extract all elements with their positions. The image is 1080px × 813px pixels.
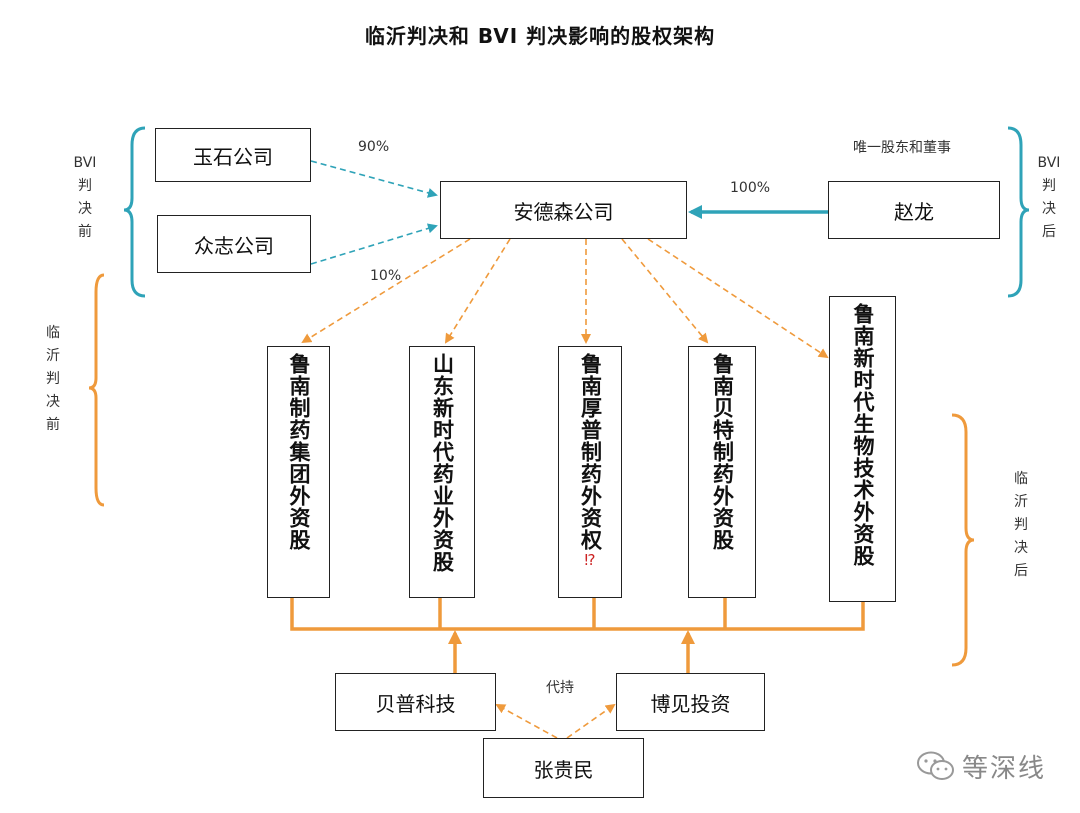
wechat-icon	[917, 751, 954, 780]
entity-zhangguimin: 张贵民	[483, 738, 644, 798]
subsidiary-box-4: 鲁南贝特制药外资股	[688, 346, 756, 598]
bracket-linyi-after	[951, 413, 975, 667]
entity-beipu: 贝普科技	[335, 673, 496, 731]
edge-andesen-sub-1	[301, 238, 471, 344]
entity-zhaolong: 赵龙	[828, 181, 1000, 239]
side-label-bvi-before: BVI 判 决 前	[73, 155, 97, 240]
watermark-text: 等深线	[962, 753, 1047, 784]
bracket-linyi-before	[88, 273, 105, 507]
edge-zhang-beipu	[495, 704, 558, 739]
bracket-bvi-before	[123, 126, 146, 298]
subsidiary-label: 鲁南制药集团外资股	[287, 353, 311, 551]
edge-andesen-sub-2	[444, 238, 511, 344]
subsidiary-box-2: 山东新时代药业外资股	[409, 346, 475, 598]
subsidiary-box-5: 鲁南新时代生物技术外资股	[829, 296, 896, 602]
side-label-linyi-after: 临 沂 判 决 后	[1014, 471, 1028, 579]
edge-yushi-andesen	[310, 160, 438, 198]
subsidiary-label: 鲁南贝特制药外资股	[710, 353, 735, 551]
side-label-linyi-before: 临 沂 判 决 前	[46, 325, 60, 433]
entity-zhongzhi: 众志公司	[157, 215, 311, 273]
label-pct-zhongzhi: 10%	[370, 268, 402, 284]
ownership-bus	[290, 598, 865, 631]
subsidiary-label: 山东新时代药业外资股	[430, 353, 455, 573]
label-pct-yushi: 90%	[358, 139, 390, 155]
subsidiary-box-3: 鲁南厚普制药外资权 ⁉	[558, 346, 622, 598]
subsidiary-box-1: 鲁南制药集团外资股	[267, 346, 330, 598]
edge-zhongzhi-andesen	[310, 223, 438, 265]
page-title: 临沂判决和 BVI 判决影响的股权架构	[364, 24, 716, 48]
subsidiary-label: 鲁南厚普制药外资权	[578, 353, 603, 551]
edge-zhang-bojian	[566, 703, 616, 739]
label-pct-zhaolong: 100%	[730, 180, 771, 196]
entity-bojian: 博见投资	[616, 673, 765, 731]
watermark: 等深线	[916, 746, 1046, 786]
subsidiary-label: 鲁南新时代生物技术外资股	[851, 303, 875, 567]
edge-andesen-sub-4	[621, 238, 709, 344]
edge-andesen-sub-5	[647, 238, 829, 359]
label-nominee: 代持	[546, 680, 574, 696]
entity-andesen: 安德森公司	[440, 181, 687, 239]
label-sole-shareholder: 唯一股东和董事	[853, 140, 951, 156]
side-label-bvi-after: BVI 判 决 后	[1037, 155, 1061, 240]
question-mark: ⁉	[584, 551, 596, 569]
bracket-bvi-after	[1007, 126, 1030, 298]
entity-yushi: 玉石公司	[155, 128, 311, 182]
